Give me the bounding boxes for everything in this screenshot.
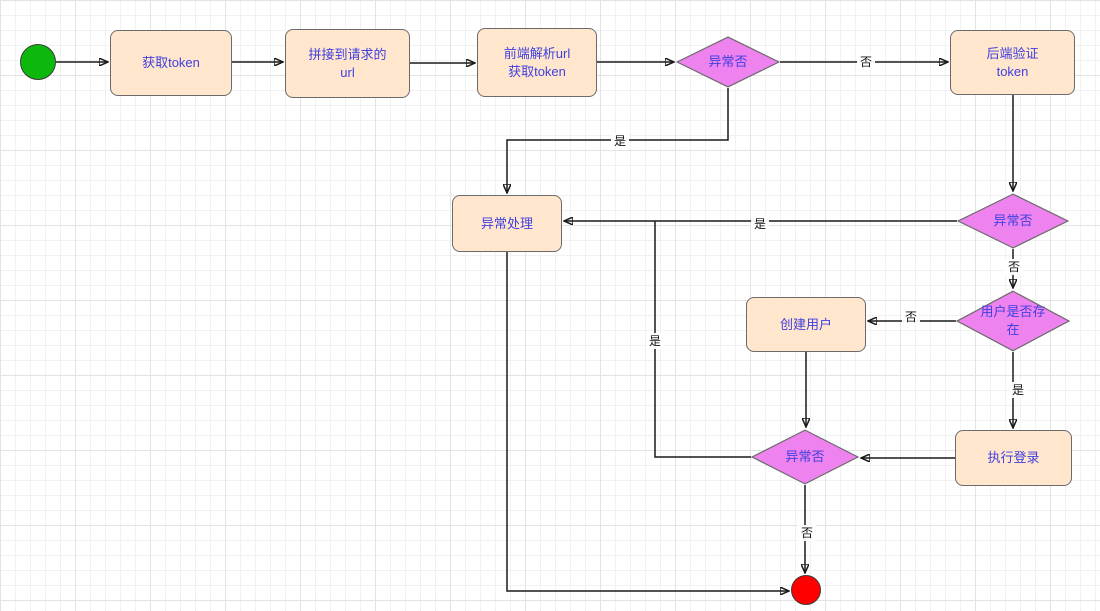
decision-diamond-icon: [957, 193, 1069, 249]
node-exception-check-1[interactable]: 异常否: [676, 36, 780, 88]
node-error-handle[interactable]: 异常处理: [452, 195, 562, 252]
decision-diamond-icon: [676, 36, 780, 88]
node-get-token[interactable]: 获取token: [110, 30, 232, 96]
node-create-user-label: 创建用户: [779, 316, 832, 332]
node-do-login-label: 执行登录: [987, 450, 1040, 466]
node-parse-url-label: 前端解析url 获取token: [503, 45, 571, 79]
decision-diamond-icon: [751, 429, 859, 485]
edge-label-check1-yes: 是: [610, 133, 630, 149]
edge-label-check3-yes: 是: [645, 333, 665, 349]
edge-check3-yes-to-error-handle: [654, 221, 751, 458]
node-create-user[interactable]: 创建用户: [746, 297, 866, 352]
node-user-exists[interactable]: 用户是否存 在: [956, 290, 1070, 352]
node-do-login[interactable]: 执行登录: [955, 430, 1072, 486]
edge-label-check2-yes: 是: [750, 216, 770, 232]
node-build-url-label: 拼接到请求的 url: [308, 46, 387, 80]
node-exception-check-3[interactable]: 异常否: [751, 429, 859, 485]
decision-diamond-icon: [956, 290, 1070, 352]
node-parse-url[interactable]: 前端解析url 获取token: [477, 28, 597, 97]
node-backend-verify[interactable]: 后端验证 token: [950, 30, 1075, 95]
node-build-url[interactable]: 拼接到请求的 url: [285, 29, 410, 98]
end-node[interactable]: [791, 575, 821, 605]
edge-label-user-exists-no: 否: [901, 309, 921, 325]
edge-label-check1-no: 否: [856, 54, 876, 70]
node-get-token-label: 获取token: [142, 55, 200, 71]
edge-label-check3-no: 否: [797, 525, 817, 541]
edge-error-handle-to-end: [506, 252, 789, 591]
start-node[interactable]: [20, 44, 56, 80]
edge-label-user-exists-yes: 是: [1008, 382, 1028, 398]
edge-label-check2-no: 否: [1004, 259, 1024, 275]
node-exception-check-2[interactable]: 异常否: [957, 193, 1069, 249]
node-error-handle-label: 异常处理: [480, 215, 533, 231]
node-backend-verify-label: 后端验证 token: [986, 45, 1039, 79]
